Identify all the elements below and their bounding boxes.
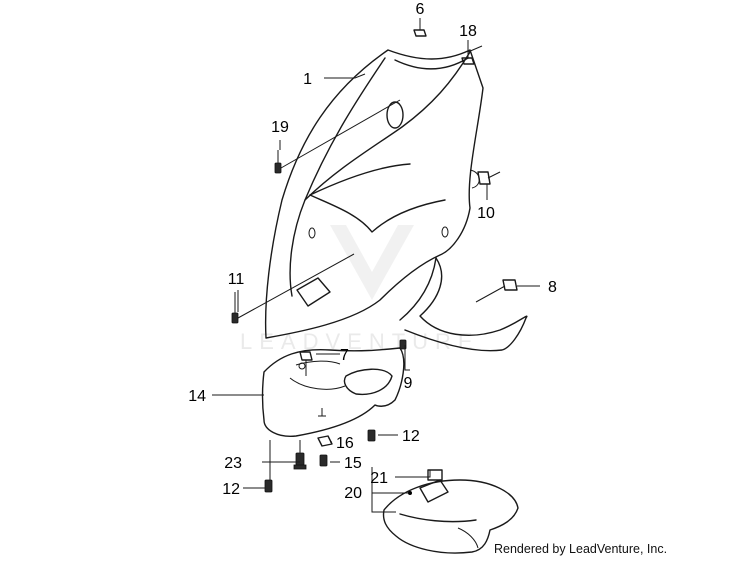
part-20-bottom-tray — [382, 469, 519, 554]
watermark: LEADVENTURE — [240, 225, 480, 354]
callout-7: 7 — [340, 347, 349, 364]
clip-8-nut — [502, 279, 518, 291]
callout-14: 14 — [188, 388, 206, 405]
callout-11: 11 — [228, 271, 245, 288]
screw-11 — [231, 292, 239, 324]
screw-15 — [319, 454, 328, 467]
callout-18: 18 — [459, 23, 477, 40]
callout-labels: 1 6 18 19 10 11 8 7 9 14 12 16 23 15 12 … — [188, 1, 557, 502]
clip-6 — [413, 29, 427, 37]
part-1-front-shield — [264, 49, 484, 339]
callout-12-lower: 12 — [222, 481, 240, 498]
leader-lines — [212, 18, 540, 513]
screw-19 — [274, 150, 282, 174]
clip-18 — [461, 57, 475, 65]
callout-6: 6 — [416, 1, 425, 18]
callout-12-upper: 12 — [402, 428, 420, 445]
callout-21: 21 — [370, 470, 388, 487]
callout-8: 8 — [548, 279, 557, 296]
callout-9: 9 — [404, 375, 413, 392]
callout-15: 15 — [344, 455, 362, 472]
callout-16: 16 — [336, 435, 354, 452]
part-8-inner-fender — [399, 257, 528, 352]
callout-10: 10 — [477, 205, 495, 222]
screw-12-bottom — [264, 479, 273, 493]
screw-12-top — [367, 429, 376, 442]
clip-16 — [317, 435, 333, 447]
callout-19: 19 — [271, 119, 289, 136]
callout-20: 20 — [344, 485, 362, 502]
callout-23: 23 — [224, 455, 242, 472]
part-21-clip — [427, 469, 443, 481]
screw-23 — [293, 452, 307, 470]
part-14-lower-cover — [261, 347, 405, 437]
credit-text: Rendered by LeadVenture, Inc. — [494, 542, 667, 556]
callout-1: 1 — [303, 71, 312, 88]
clip-10 — [477, 171, 491, 185]
clip-7 — [299, 351, 313, 361]
watermark-logo-icon — [330, 225, 414, 300]
watermark-text: LEADVENTURE — [240, 329, 480, 354]
